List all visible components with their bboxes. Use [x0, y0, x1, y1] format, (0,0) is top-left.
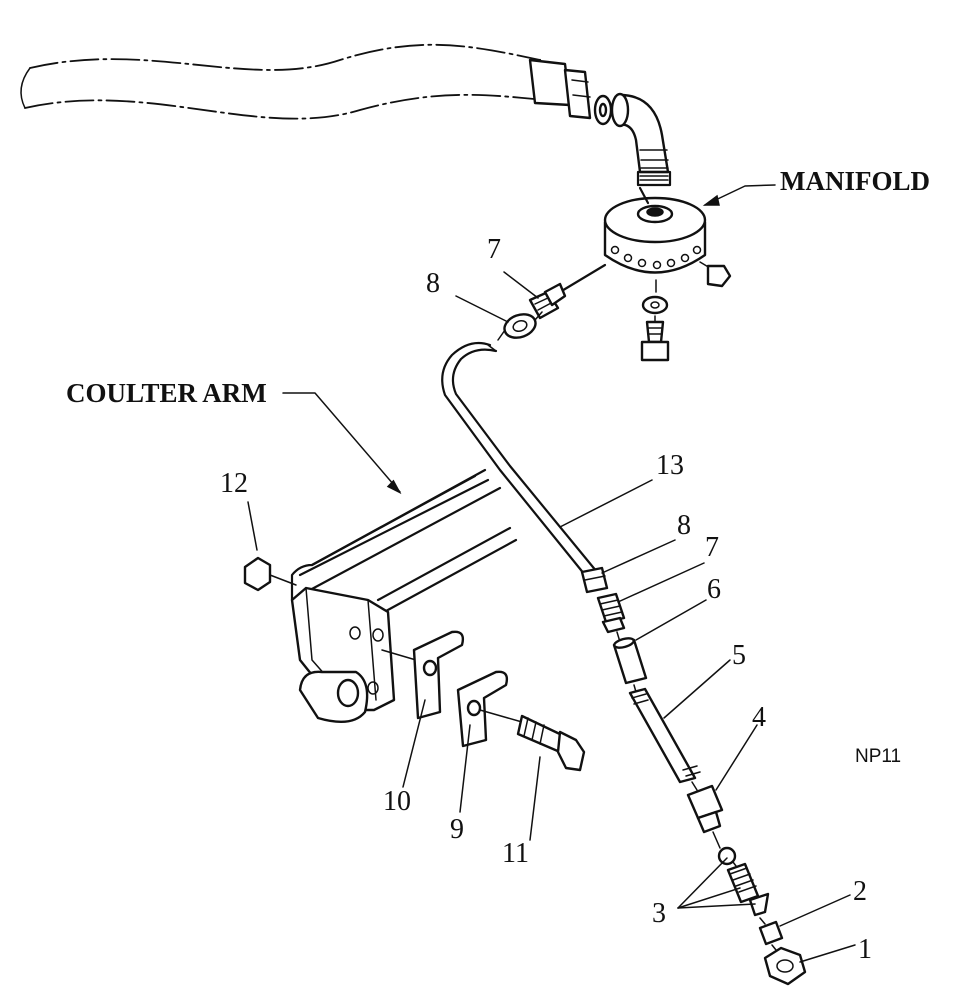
part-number-7-upper: 7 — [487, 234, 501, 265]
part-number-6: 6 — [707, 574, 721, 605]
hose-nut — [563, 68, 592, 120]
elbow-fitting — [593, 92, 672, 187]
part-number-12: 12 — [220, 468, 248, 499]
part-number-8-upper: 8 — [426, 268, 440, 299]
part-number-1: 1 — [858, 934, 872, 965]
lower-tube-nut — [580, 566, 609, 594]
manifold-label: MANIFOLD — [780, 166, 930, 196]
tube — [441, 341, 599, 577]
coupling — [612, 631, 648, 685]
cone-seal — [748, 892, 770, 917]
part-number-5: 5 — [732, 640, 746, 671]
bracket-10 — [381, 630, 465, 720]
adapter — [686, 781, 724, 834]
elbow-to-manifold-line — [638, 186, 650, 205]
coulter-arm — [290, 468, 518, 724]
spring — [726, 861, 760, 904]
manifold-bottom-washer — [641, 279, 669, 315]
part-number-7-lower: 7 — [705, 532, 719, 563]
part-number-10: 10 — [383, 786, 411, 817]
manifold-ports — [610, 245, 702, 270]
arm-nut — [243, 556, 297, 592]
leaders — [247, 184, 856, 963]
part-number-11: 11 — [502, 838, 529, 869]
upper-fitting — [528, 263, 607, 320]
ball — [712, 831, 737, 866]
drawing-code: NP11 — [855, 746, 901, 767]
nozzle-tip — [758, 917, 784, 946]
part-number-9: 9 — [450, 814, 464, 845]
bolt-11 — [516, 714, 586, 772]
part-number-8-lower: 8 — [677, 510, 691, 541]
threaded-rod — [628, 684, 701, 784]
nozzle-cap — [763, 944, 807, 986]
lower-fitting — [596, 592, 626, 634]
part-number-4: 4 — [752, 702, 766, 733]
bracket-9 — [456, 670, 523, 748]
manifold-bottom-bolt — [640, 315, 670, 362]
hose-ferrule — [528, 58, 572, 107]
manifold-side-bolt — [699, 261, 732, 288]
part-number-3: 3 — [652, 898, 666, 929]
part-number-13: 13 — [656, 450, 684, 481]
hose — [20, 43, 592, 120]
coulter-arm-label: COULTER ARM — [66, 378, 267, 408]
part-number-2: 2 — [853, 876, 867, 907]
manifold — [603, 196, 707, 274]
upper-clamp — [497, 311, 543, 341]
